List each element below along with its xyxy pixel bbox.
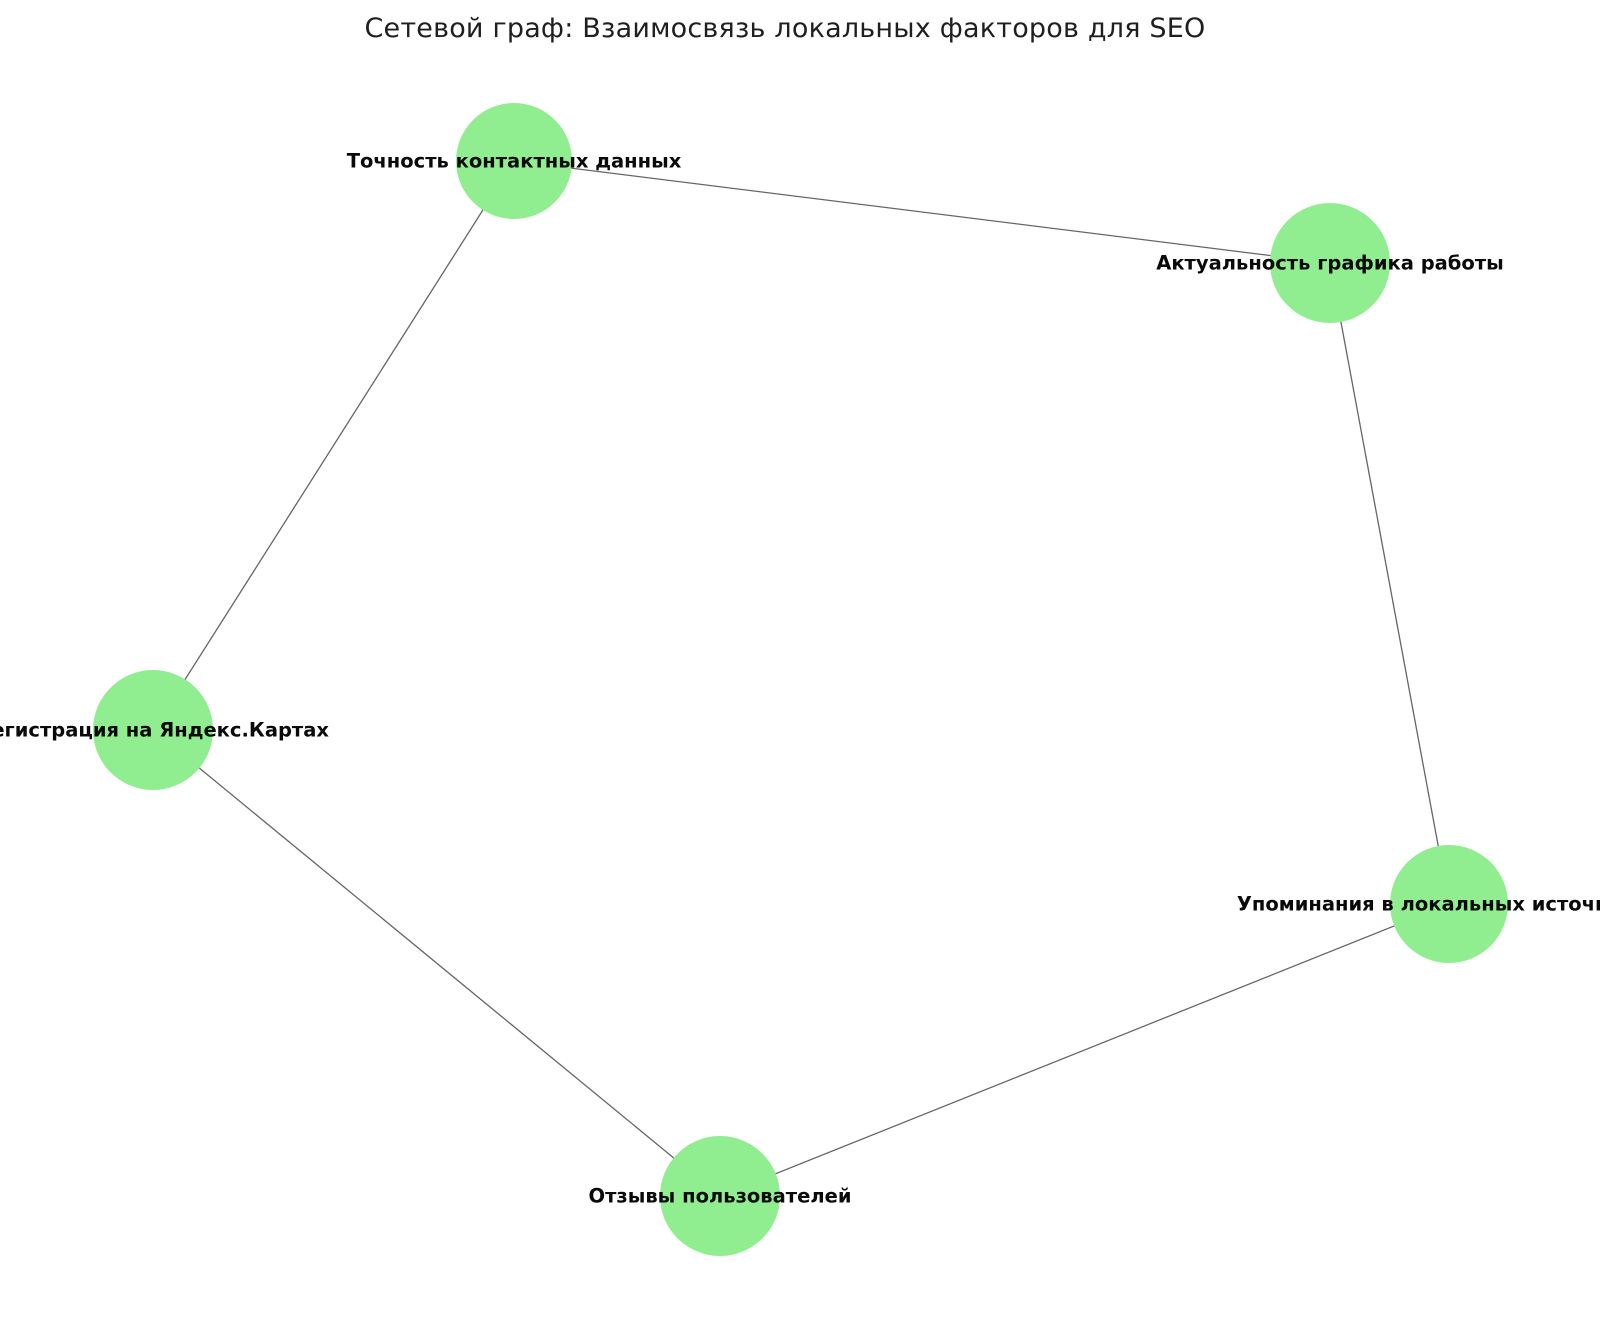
- graph-node[interactable]: [456, 103, 572, 219]
- graph-edge: [513, 160, 1331, 264]
- graph-edge: [1329, 262, 1450, 905]
- graph-node[interactable]: [660, 1136, 780, 1256]
- page-title: Сетевой граф: Взаимосвязь локальных факт…: [364, 13, 1206, 44]
- edges-layer: [152, 160, 1450, 1197]
- graph-edge: [152, 729, 721, 1197]
- graph-node[interactable]: [1270, 203, 1390, 323]
- nodes-layer: [93, 103, 1508, 1256]
- graph-node[interactable]: [1390, 845, 1508, 963]
- graph-edge: [152, 160, 515, 731]
- graph-node[interactable]: [93, 670, 213, 790]
- graph-edge: [719, 903, 1450, 1197]
